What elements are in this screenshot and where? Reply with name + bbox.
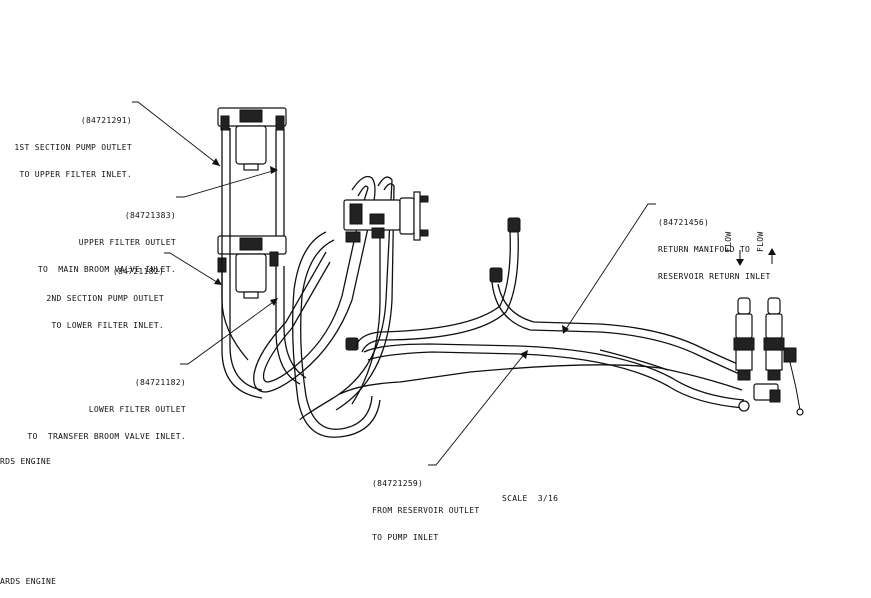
- callout-line: TO LOWER FILTER INLET.: [51, 321, 164, 330]
- callout-part-number: (84721182): [112, 267, 164, 276]
- callout-part-number: (84721259): [372, 479, 424, 488]
- filter-hoses: [221, 128, 307, 399]
- flow-arrow-icon: [736, 248, 776, 266]
- flow-label-up: FLOW: [756, 231, 765, 252]
- callout-line: RESERVOIR RETURN INLET: [658, 272, 771, 281]
- callout-part-number: (84721182): [134, 378, 186, 387]
- main-hoses: [339, 231, 749, 409]
- callout-lower-filter-outlet: (84721182) LOWER FILTER OUTLET TO TRANSF…: [8, 360, 186, 450]
- scale-label: SCALE 3/16: [502, 494, 559, 503]
- callout-part-number: (84721383): [124, 211, 176, 220]
- return-manifold: [733, 297, 804, 416]
- callout-line: 2ND SECTION PUMP OUTLET: [46, 294, 164, 303]
- callout-pump-outlet-lower: (84721182) 2ND SECTION PUMP OUTLET TO LO…: [30, 249, 164, 339]
- callout-line: TO MAIN BROOM VALVE INLET.: [37, 265, 176, 274]
- callout-reservoir-outlet: (84721259) FROM RESERVOIR OUTLET TO PUMP…: [372, 461, 502, 551]
- callout-line: RETURN MANIFOLD TO: [658, 245, 751, 254]
- callout-line: LOWER FILTER OUTLET: [88, 405, 186, 414]
- center-fittings: [345, 217, 521, 351]
- callout-line: TO UPPER FILTER INLET.: [19, 170, 132, 179]
- flow-label-down: FLOW: [724, 231, 733, 252]
- pump-loop-hoses: [253, 175, 395, 438]
- pump-valve-block: [343, 191, 429, 243]
- callout-line: TO PUMP INLET: [372, 533, 439, 542]
- callout-line: TO TRANSFER BROOM VALVE INLET.: [27, 432, 186, 441]
- callout-line: UPPER FILTER OUTLET: [78, 238, 176, 247]
- callout-line: 1ST SECTION PUMP OUTLET: [14, 143, 132, 152]
- callout-pump-outlet-upper: (84721291) 1ST SECTION PUMP OUTLET TO UP…: [4, 98, 132, 188]
- engine-label-1: RDS ENGINE: [0, 457, 52, 466]
- engine-label-2: ARDS ENGINE: [0, 577, 57, 586]
- callout-part-number: (84721291): [80, 116, 132, 125]
- upper-filter: [217, 107, 287, 171]
- callout-return-manifold: (84721456) RETURN MANIFOLD TO RESERVOIR …: [658, 200, 788, 290]
- leader-lines: [132, 101, 656, 466]
- callout-line: FROM RESERVOIR OUTLET: [372, 506, 480, 515]
- callout-upper-filter-outlet: (84721383) UPPER FILTER OUTLET TO MAIN B…: [20, 193, 176, 283]
- callout-part-number: (84721456): [658, 218, 710, 227]
